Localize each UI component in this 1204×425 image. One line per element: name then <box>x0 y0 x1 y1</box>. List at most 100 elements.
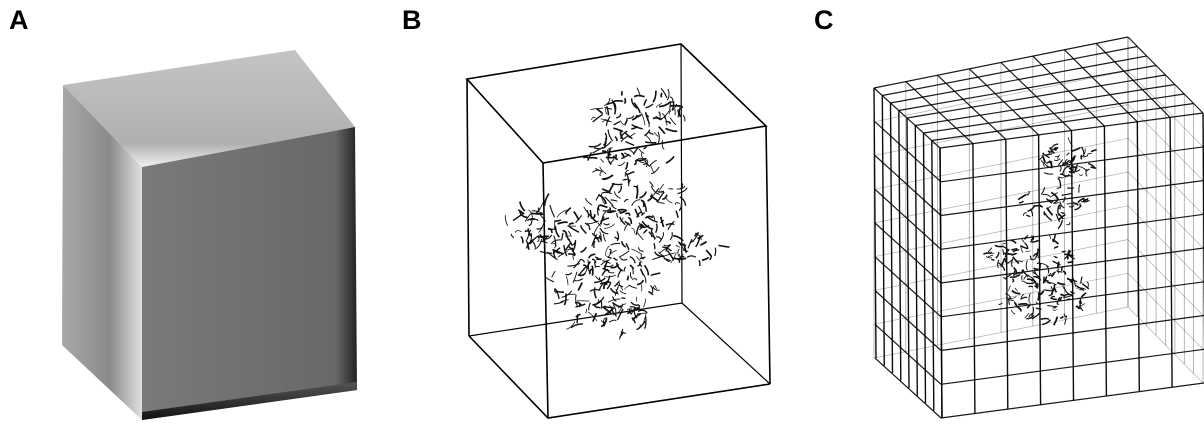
leaf-stroke <box>607 271 615 274</box>
leaf-stroke <box>1031 278 1038 288</box>
leaf-stroke <box>576 301 581 308</box>
leaf-stroke <box>650 166 660 175</box>
leaf-stroke <box>1078 297 1082 308</box>
leaf-stroke <box>1015 273 1021 277</box>
leaf-stroke <box>608 319 617 323</box>
leaf-stroke <box>534 239 543 250</box>
leaf-stroke <box>1060 315 1064 319</box>
leaf-stroke <box>665 155 675 164</box>
leaf-stroke <box>624 220 631 226</box>
panel-label-c: C <box>814 5 834 35</box>
leaf-stroke <box>1054 202 1060 204</box>
leaf-stroke <box>615 286 620 292</box>
tree-foliage-c <box>983 137 1097 326</box>
leaf-stroke <box>614 236 619 240</box>
leaf-stroke <box>1033 267 1039 271</box>
leaf-stroke <box>1065 174 1070 177</box>
leaf-stroke <box>551 270 556 278</box>
leaf-stroke <box>1080 292 1087 298</box>
wireframe-box <box>465 43 771 419</box>
leaf-stroke <box>591 265 594 276</box>
leaf-stroke <box>650 227 654 238</box>
leaf-stroke <box>526 241 530 251</box>
leaf-stroke <box>504 215 509 226</box>
leaf-stroke <box>519 211 528 219</box>
leaf-stroke <box>654 223 658 233</box>
leaf-stroke <box>607 129 614 142</box>
leaf-stroke <box>668 104 672 115</box>
grid-line <box>940 348 1204 385</box>
leaf-stroke <box>602 267 610 272</box>
leaf-stroke <box>630 98 638 109</box>
leaf-stroke <box>602 233 607 242</box>
leaf-stroke <box>679 196 687 206</box>
leaf-stroke <box>1050 143 1059 149</box>
leaf-stroke <box>1057 177 1062 188</box>
leaf-stroke <box>1070 290 1075 294</box>
leaf-stroke <box>597 222 601 227</box>
leaf-stroke <box>550 239 562 245</box>
leaf-stroke <box>614 154 617 160</box>
leaf-stroke <box>617 283 624 288</box>
leaf-stroke <box>1067 187 1075 189</box>
leaf-stroke <box>621 241 627 248</box>
leaf-stroke <box>613 102 617 115</box>
leaf-stroke <box>648 290 654 296</box>
leaf-stroke <box>539 234 548 239</box>
leaf-stroke <box>637 309 647 313</box>
leaf-stroke <box>1051 191 1056 196</box>
leaf-stroke <box>565 233 571 241</box>
leaf-stroke <box>997 259 1000 269</box>
leaf-stroke <box>1004 248 1010 258</box>
leaf-stroke <box>1018 200 1024 204</box>
leaf-stroke <box>586 261 591 268</box>
leaf-stroke <box>1005 293 1012 300</box>
leaf-stroke <box>626 308 633 310</box>
grid-line <box>874 357 942 419</box>
leaf-stroke <box>563 293 567 306</box>
leaf-stroke <box>987 254 994 258</box>
leaf-stroke <box>1007 272 1014 278</box>
leaf-stroke <box>604 106 612 110</box>
grid-line <box>1127 273 1204 350</box>
leaf-stroke <box>1066 277 1073 284</box>
leaf-stroke <box>624 212 631 216</box>
leaf-stroke <box>620 217 624 223</box>
leaf-stroke <box>652 286 660 291</box>
leaf-stroke <box>647 194 654 202</box>
leaf-stroke <box>653 242 656 250</box>
leaf-stroke <box>1017 260 1023 263</box>
leaf-stroke <box>1060 212 1065 215</box>
leaf-stroke <box>624 172 630 184</box>
leaf-stroke <box>628 132 636 139</box>
leaf-stroke <box>1012 256 1020 265</box>
leaf-stroke <box>635 157 647 161</box>
leaf-stroke <box>1010 239 1017 244</box>
leaf-stroke <box>538 223 544 233</box>
leaf-stroke <box>701 256 710 261</box>
leaf-stroke <box>1077 197 1085 204</box>
leaf-stroke <box>1050 297 1058 301</box>
leaf-stroke <box>650 185 660 196</box>
leaf-stroke <box>602 120 610 123</box>
leaf-stroke <box>633 159 637 166</box>
leaf-stroke <box>588 302 591 311</box>
leaf-stroke <box>600 317 608 328</box>
leaf-stroke <box>1053 287 1058 293</box>
leaf-stroke <box>602 140 612 150</box>
leaf-stroke <box>618 280 624 291</box>
leaf-stroke <box>994 244 1004 248</box>
leaf-stroke <box>611 204 617 210</box>
leaf-stroke <box>618 303 627 309</box>
leaf-stroke <box>1063 294 1074 299</box>
leaf-stroke <box>1059 164 1062 172</box>
leaf-stroke <box>619 290 627 295</box>
leaf-stroke <box>584 222 589 227</box>
grid-line <box>1127 36 1204 114</box>
leaf-stroke <box>655 102 663 108</box>
leaf-stroke <box>1066 152 1070 156</box>
leaf-stroke <box>616 212 619 218</box>
leaf-stroke <box>1080 276 1083 284</box>
leaf-stroke <box>657 191 665 203</box>
grid-line <box>874 121 942 183</box>
